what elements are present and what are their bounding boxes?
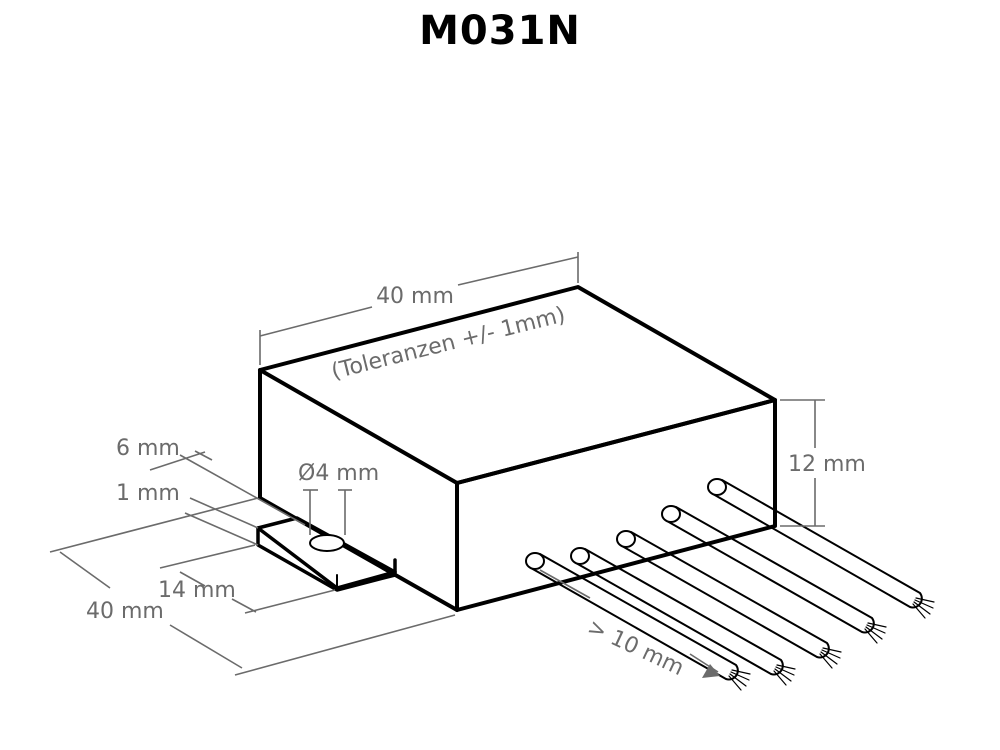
label-depth-left: 40 mm (86, 599, 164, 624)
wire-4 (570, 547, 796, 686)
wires (525, 478, 935, 691)
wire-2 (661, 505, 887, 644)
mounting-hole (309, 534, 345, 552)
wire-5 (525, 552, 751, 691)
wire-3 (616, 530, 842, 669)
label-tab-width: 6 mm (116, 436, 180, 461)
housing-left-face (258, 368, 459, 612)
dimension-lines (49, 252, 825, 678)
diagram-title: M031N (419, 8, 581, 54)
housing-top-edge-right (456, 399, 776, 484)
label-height-right: 12 mm (788, 452, 866, 477)
tab-top-face (256, 516, 397, 590)
housing-right-face (455, 398, 777, 612)
wire-length-arrow (702, 664, 720, 678)
label-tab-thickness: 1 mm (116, 481, 180, 506)
label-tab-depth: 14 mm (158, 578, 236, 603)
housing-top-edge-inner (259, 369, 458, 484)
dimension-labels: 40 mm (Toleranzen +/- 1mm) 12 mm Ø4 mm 6… (86, 284, 866, 681)
wire-1 (707, 478, 935, 619)
housing (258, 285, 777, 612)
label-hole-diameter: Ø4 mm (298, 461, 379, 486)
mounting-tab (256, 516, 397, 592)
label-width-top: 40 mm (376, 284, 454, 309)
